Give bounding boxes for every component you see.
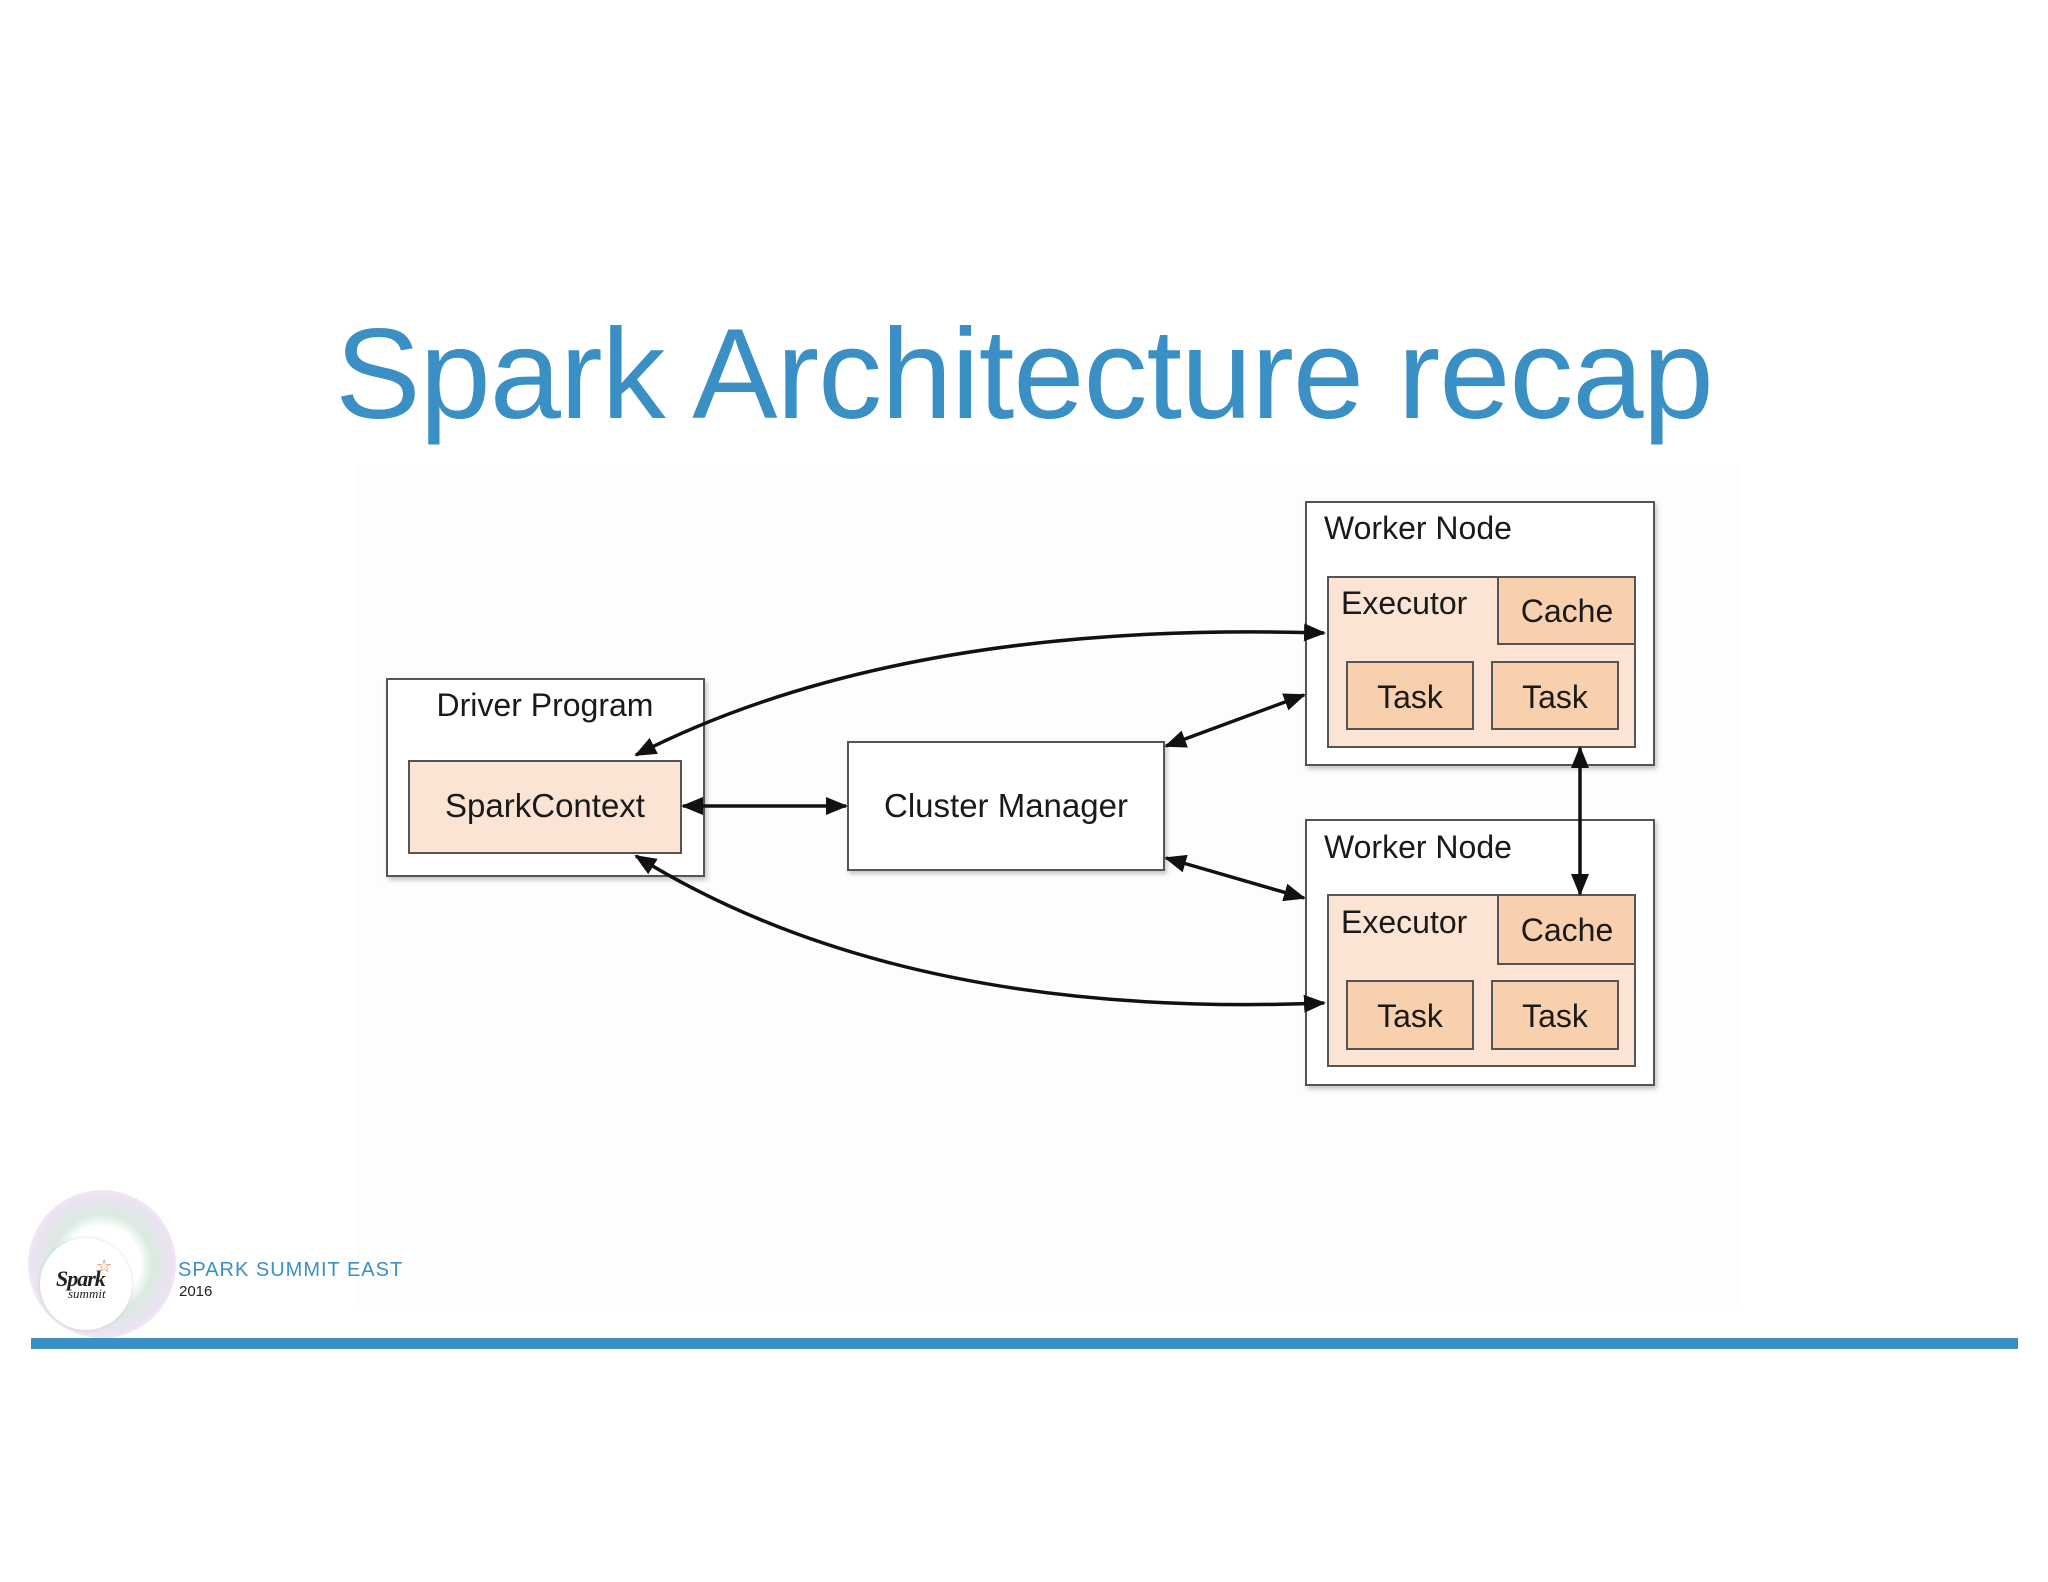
spark-summit-logo: [40, 1238, 132, 1330]
task-label: Task: [1522, 998, 1589, 1034]
cache-box: Cache: [1497, 894, 1636, 965]
cluster-manager-box: Cluster Manager: [847, 741, 1165, 871]
executor-label: Executor: [1341, 585, 1468, 621]
event-name: SPARK SUMMIT EAST: [178, 1259, 404, 1281]
cache-box: Cache: [1497, 576, 1636, 645]
arrow-driver-to-worker-2: [634, 854, 1326, 1013]
worker-node-label: Worker Node: [1324, 829, 1512, 865]
event-year: 2016: [179, 1283, 213, 1300]
driver-program-label: Driver Program: [437, 687, 654, 723]
task-box: Task: [1491, 661, 1619, 730]
worker-node-label: Worker Node: [1324, 510, 1512, 546]
task-label: Task: [1522, 679, 1589, 715]
worker-node-1: Worker Node Executor Cache Task Task: [1305, 501, 1655, 766]
logo-wordmark: Spark: [56, 1266, 106, 1291]
task-box: Task: [1491, 980, 1619, 1050]
arrow-driver-to-worker-1: [634, 623, 1326, 757]
task-box: Task: [1346, 980, 1474, 1050]
task-box: Task: [1346, 661, 1474, 730]
cache-label: Cache: [1521, 593, 1614, 629]
logo-subtext: summit: [68, 1286, 106, 1301]
task-label: Task: [1377, 998, 1444, 1034]
arrow-cluster-manager-to-worker-2: [1164, 854, 1306, 902]
task-label: Task: [1377, 679, 1444, 715]
star-icon: ☆: [96, 1256, 113, 1276]
slide-title: Spark Architecture recap: [335, 303, 1714, 446]
driver-program-box: Driver Program SparkContext: [386, 678, 705, 877]
arrow-cluster-manager-to-worker-1: [1164, 693, 1306, 748]
cache-label: Cache: [1521, 912, 1614, 948]
footer-divider: [31, 1338, 2018, 1349]
spark-context-label: SparkContext: [445, 787, 645, 824]
worker-node-2: Worker Node Executor Cache Task Task: [1305, 819, 1655, 1086]
cluster-manager-label: Cluster Manager: [884, 787, 1128, 824]
executor-label: Executor: [1341, 904, 1468, 940]
spark-context-box: SparkContext: [408, 760, 682, 854]
